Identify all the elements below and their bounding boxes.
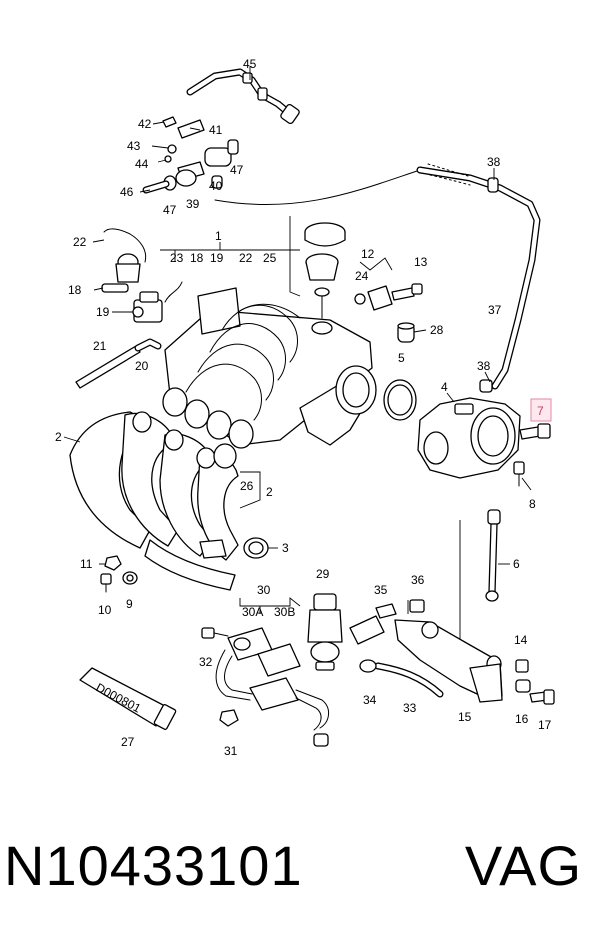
callout-numbers: 45 42 41 43 44 40 47 46 47 39 38 1 22 23…: [55, 57, 552, 758]
callout-25: 25: [263, 251, 277, 265]
throttle-body-4: [417, 397, 521, 479]
callout-22: 22: [73, 235, 87, 249]
valve-19: [132, 291, 163, 323]
callout-29: 29: [316, 567, 330, 581]
callout-44: 44: [135, 157, 149, 171]
callout-43: 43: [127, 139, 141, 153]
sensor-18: [101, 228, 147, 293]
breather-hose-45: [186, 68, 300, 125]
callout-4: 4: [441, 380, 448, 394]
egr-valve-29: [307, 593, 343, 671]
callout-7-highlighted: 7: [537, 404, 544, 418]
gasket-5: [383, 379, 417, 421]
bolt-7: [519, 423, 551, 440]
bolt-16: [515, 679, 531, 693]
valve-cluster: [142, 116, 239, 194]
callout-38: 38: [477, 359, 491, 373]
part-number-label: N10433101: [4, 834, 303, 897]
callout-20: 20: [135, 359, 149, 373]
callout-24: 24: [355, 269, 369, 283]
callout-30: 30: [257, 583, 271, 597]
callout-15: 15: [458, 710, 472, 724]
bolt-32: [201, 627, 229, 639]
callout-19: 19: [96, 305, 110, 319]
callout-36: 36: [411, 573, 425, 587]
intake-manifold-lower: [69, 411, 239, 591]
callout-16: 16: [515, 712, 529, 726]
callout-31: 31: [224, 744, 238, 758]
bolt-14: [515, 659, 529, 673]
callout-23: 23: [170, 251, 184, 265]
callout-47: 47: [163, 203, 177, 217]
callout-11: 11: [80, 557, 93, 571]
callout-38: 38: [487, 155, 501, 169]
callout-35: 35: [374, 583, 388, 597]
bolt-8: [513, 461, 525, 487]
callout-45: 45: [243, 57, 257, 71]
callout-13: 13: [414, 255, 428, 269]
callout-10: 10: [98, 603, 112, 617]
callout-19: 19: [210, 251, 224, 265]
callout-46: 46: [120, 185, 134, 199]
seal-ring-3: [243, 537, 269, 559]
callout-40: 40: [209, 179, 223, 193]
callout-1: 1: [215, 229, 222, 243]
callout-12: 12: [361, 247, 375, 261]
callout-42: 42: [138, 117, 152, 131]
callout-28: 28: [430, 323, 444, 337]
callout-47: 47: [230, 163, 244, 177]
callout-34: 34: [363, 693, 377, 707]
bolt-17: [529, 689, 555, 705]
callout-30A: 30A: [242, 605, 263, 619]
callout-37: 37: [488, 303, 502, 317]
callout-22: 22: [239, 251, 253, 265]
callout-18: 18: [190, 251, 204, 265]
bolt-10: [100, 573, 112, 593]
bolt-36: [409, 599, 425, 613]
bracket-15: [394, 619, 503, 703]
callout-2: 2: [55, 430, 62, 444]
small-hoses: [75, 281, 183, 389]
bracket-6: [485, 509, 501, 602]
callout-27: 27: [121, 735, 135, 749]
vacuum-hose-37: [214, 163, 541, 393]
sensor-12: [354, 283, 423, 311]
callout-21: 21: [93, 339, 107, 353]
washer-9: [122, 571, 138, 585]
nut-31: [219, 709, 239, 727]
callout-17: 17: [538, 718, 552, 732]
callout-5: 5: [398, 351, 405, 365]
brand-label: VAG: [464, 834, 582, 897]
callout-32: 32: [199, 655, 213, 669]
callout-26: 26: [240, 479, 254, 493]
callout-8: 8: [529, 497, 536, 511]
nut-11: [104, 555, 122, 571]
sealant-tube-27: D000801: [79, 667, 177, 730]
callout-33: 33: [403, 701, 417, 715]
callout-3: 3: [282, 541, 289, 555]
callout-9: 9: [126, 597, 133, 611]
callout-14: 14: [514, 633, 528, 647]
callout-18: 18: [68, 283, 82, 297]
callout-41: 41: [209, 123, 223, 137]
plug-28: [397, 322, 415, 343]
egr-pipe-30: [215, 627, 329, 747]
pipe-33: [359, 659, 444, 698]
cap-25: [304, 222, 346, 319]
callout-2: 2: [266, 485, 273, 499]
callout-39: 39: [186, 197, 200, 211]
intake-manifold-upper: [162, 287, 377, 449]
connector-35: [349, 603, 397, 645]
highlight-box-7: [530, 398, 552, 422]
callout-6: 6: [513, 557, 520, 571]
callout-30B: 30B: [274, 605, 295, 619]
leader-lines: [63, 66, 532, 640]
